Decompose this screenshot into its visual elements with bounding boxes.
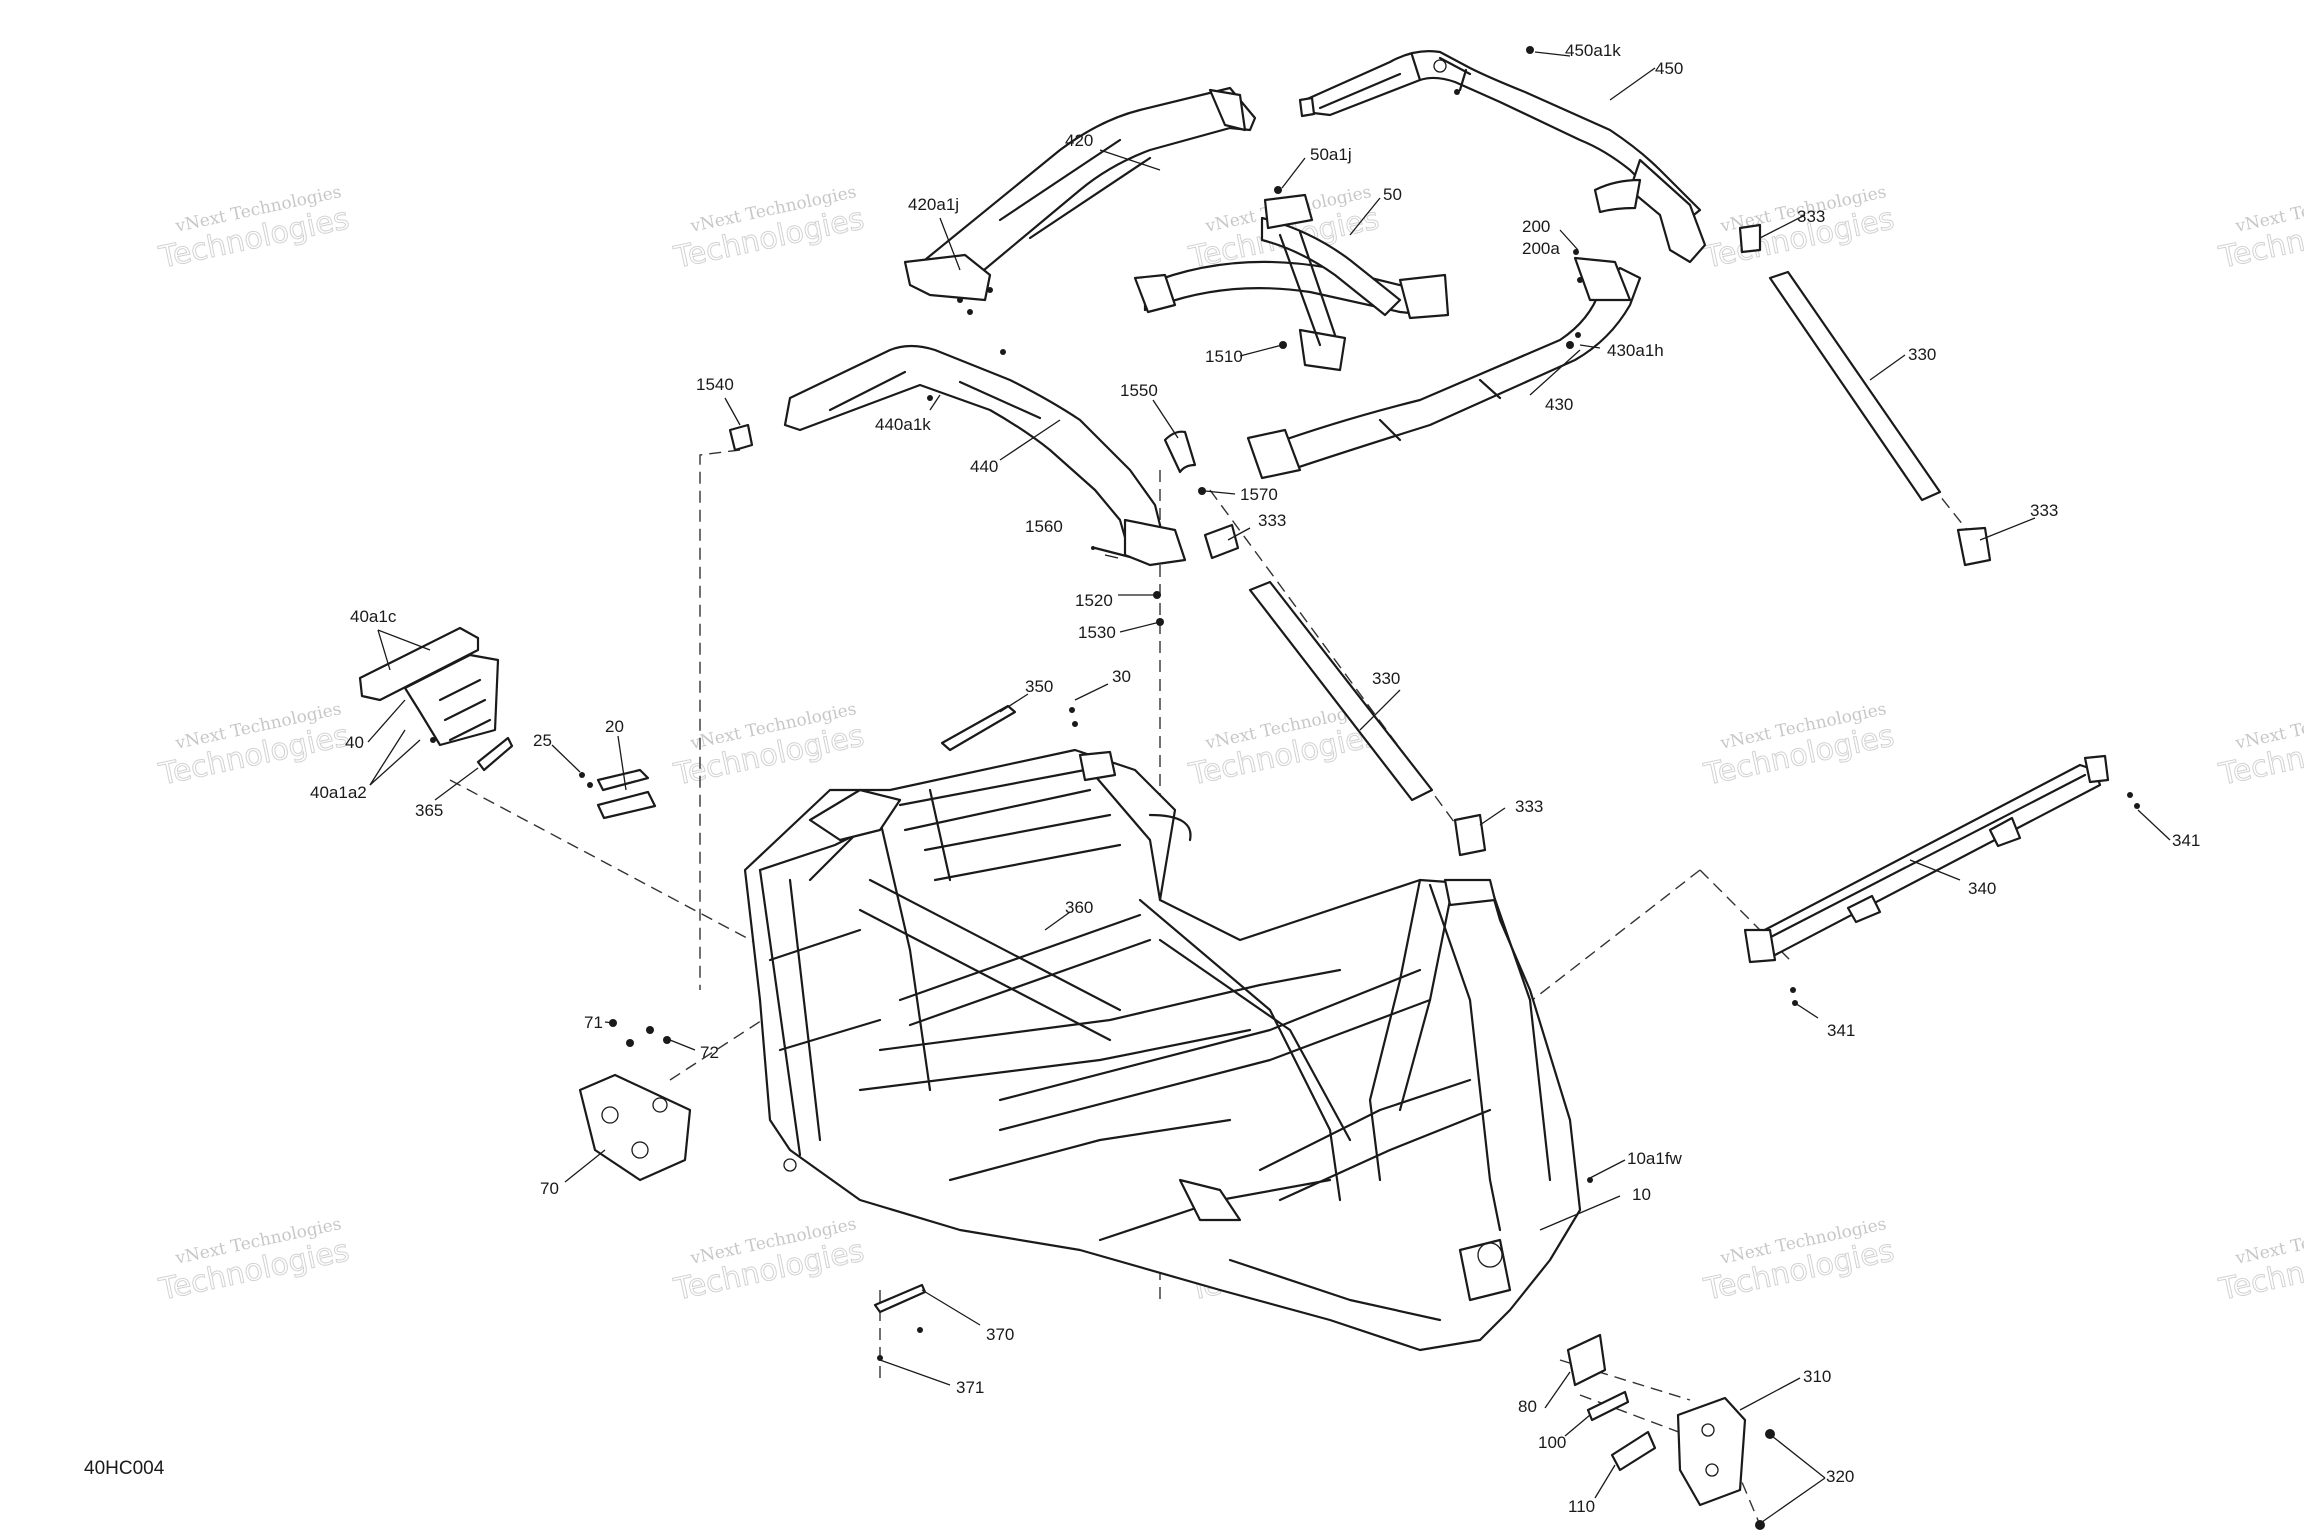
part-350-plate [940, 704, 1075, 752]
callout-label: 350 [1025, 677, 1053, 696]
callout-label: 320 [1826, 1467, 1854, 1486]
part-10-main-frame [743, 721, 1593, 1352]
callout-label: 25 [533, 731, 552, 750]
part-310-bracket [1676, 1396, 1775, 1530]
part-450-roll-bar [1298, 46, 1707, 264]
callout-label: 333 [1515, 797, 1543, 816]
callout-label: 440 [970, 457, 998, 476]
callout-label: 10 [1632, 1185, 1651, 1204]
callout-label: 72 [700, 1043, 719, 1062]
part-340-side-bar [1743, 754, 2140, 1006]
callout-label: 333 [1797, 207, 1825, 226]
part-50-cross-support [1133, 186, 1450, 372]
diagram-code: 40HC004 [84, 1458, 165, 1479]
callout-label: 40a1c [350, 607, 397, 626]
part-200-plate [1573, 178, 1642, 265]
callout-label: 50a1j [1310, 145, 1352, 164]
callout-label: 1540 [696, 375, 734, 394]
callout-label: 40a1a2 [310, 783, 367, 802]
callout-label: 450a1k [1565, 41, 1621, 60]
assembly-line [699, 449, 741, 990]
part-70-bracket [578, 1019, 692, 1182]
callout-label: 365 [415, 801, 443, 820]
part-40-front-bracket [358, 626, 500, 747]
callout-label: 330 [1372, 669, 1400, 688]
part-330-rear-tube [1738, 223, 1992, 567]
callout-label: 341 [2172, 831, 2200, 850]
callout-label: 100 [1538, 1433, 1566, 1452]
callout-label: 420a1j [908, 195, 959, 214]
callout-label: 1550 [1120, 381, 1158, 400]
callout-label: 50 [1383, 185, 1402, 204]
callout-label: 30 [1112, 667, 1131, 686]
callout-label: 200a [1522, 239, 1560, 258]
callout-label: 333 [2030, 501, 2058, 520]
callout-label: 340 [1968, 879, 1996, 898]
callout-label: 370 [986, 1325, 1014, 1344]
part-420-roll-bar [903, 86, 1257, 315]
part-440-roll-bar [728, 344, 1206, 567]
callout-label: 430a1h [1607, 341, 1664, 360]
assembly-line [1719, 1429, 1761, 1526]
callout-label: 360 [1065, 898, 1093, 917]
callout-label: 430 [1545, 395, 1573, 414]
callout-label: 10a1fw [1627, 1149, 1683, 1168]
callout-label: 371 [956, 1378, 984, 1397]
callout-label: 80 [1518, 1397, 1537, 1416]
callout-label: 450 [1655, 59, 1683, 78]
callout-label: 1510 [1205, 347, 1243, 366]
assembly-line [449, 779, 761, 946]
callout-label: 310 [1803, 1367, 1831, 1386]
part-110-plate [1610, 1430, 1657, 1472]
part-20-pin [579, 768, 657, 820]
callout-label: 1520 [1075, 591, 1113, 610]
callout-labels: 450a1k 450 420 420a1j 50a1j 50 200 200a … [310, 41, 2200, 1516]
callout-label: 1530 [1078, 623, 1116, 642]
callout-label: 333 [1258, 511, 1286, 530]
part-370-clip [873, 1283, 927, 1361]
part-100-plate [1586, 1390, 1630, 1422]
callout-label: 1560 [1025, 517, 1063, 536]
part-330-front-tube [1153, 523, 1487, 857]
callout-label: 71 [584, 1013, 603, 1032]
callout-label: 40 [345, 733, 364, 752]
callout-label: 20 [605, 717, 624, 736]
callout-label: 341 [1827, 1021, 1855, 1040]
callout-label: 110 [1568, 1497, 1595, 1516]
callout-label: 420 [1065, 131, 1093, 150]
callout-label: 70 [540, 1179, 559, 1198]
leader-lines [367, 51, 2171, 1523]
callout-label: 440a1k [875, 415, 931, 434]
callout-label: 330 [1908, 345, 1936, 364]
assembly-line [669, 1014, 771, 1081]
callout-label: 1570 [1240, 485, 1278, 504]
part-430-rear-bar [1246, 256, 1642, 480]
assembly-lines [449, 319, 1976, 1526]
callout-label: 200 [1522, 217, 1550, 236]
part-80-plate [1566, 1333, 1607, 1387]
part-365-link [476, 736, 514, 772]
